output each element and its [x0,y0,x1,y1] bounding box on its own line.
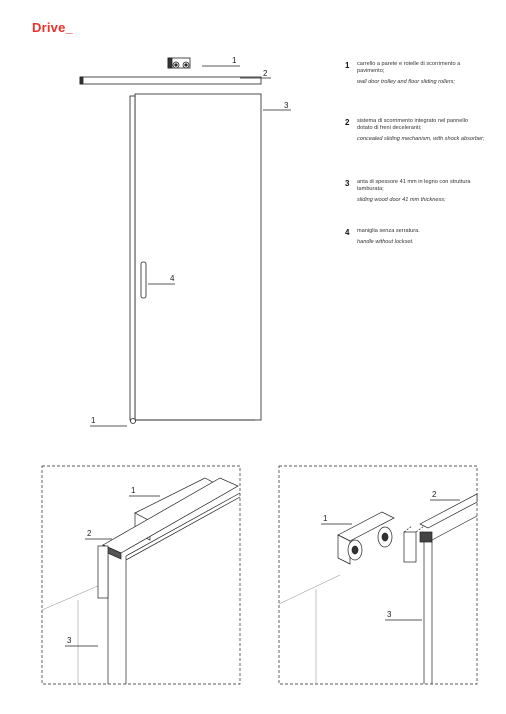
page-title: Drive_ [32,20,73,35]
legend-number: 2 [345,118,350,127]
callout-left-rail: 2 [87,529,92,538]
legend-text-english: concealed sliding mechanism, with shock … [357,136,485,142]
legend-text-english: handle without lockset. [357,239,414,245]
detail-right [278,465,478,685]
legend-item-1: 1 carrello a parete e rotelle di scorrim… [345,61,485,86]
callout-floor-roller: 1 [91,416,96,425]
callout-right-rail: 2 [432,490,437,499]
handle-shape [140,261,147,299]
callout-rail: 2 [263,69,268,78]
callout-trolley: 1 [232,56,237,65]
legend-number: 1 [345,61,350,70]
legend-item-3: 3 anta di spessore 41 mm in legno con st… [345,179,485,204]
legend-text-english: wall door trolley and floor sliding roll… [357,79,455,85]
legend-item-2: 2 sistema di scorrimento integrato nel p… [345,118,485,143]
callout-left-door: 3 [67,636,72,645]
floor-roller-icon [130,418,136,424]
legend-text-english: sliding wood door 41 mm thickness; [357,197,446,203]
legend-item-4: 4 maniglia senza serratura. handle witho… [345,228,485,246]
door-panel [129,93,262,421]
rail-shape [79,76,262,85]
main-elevation [79,57,291,427]
detail-left [41,465,241,685]
legend-number: 3 [345,179,350,188]
callout-handle: 4 [170,274,175,283]
detail-frame [41,465,241,685]
callout-right-trolley: 1 [323,514,328,523]
legend-text-italian: carrello a parete e rotelle di scorrimen… [357,61,461,74]
legend-text-italian: maniglia senza serratura. [357,228,420,234]
detail-frame [278,465,478,685]
callout-door: 3 [284,101,289,110]
legend-number: 4 [345,228,350,237]
legend-text-italian: anta di spessore 41 mm in legno con stru… [357,179,471,192]
callout-right-door: 3 [387,610,392,619]
callout-left-trolley: 1 [131,486,136,495]
legend-text-italian: sistema di scorrimento integrato nel pan… [357,118,469,131]
trolley-icon [167,57,191,69]
